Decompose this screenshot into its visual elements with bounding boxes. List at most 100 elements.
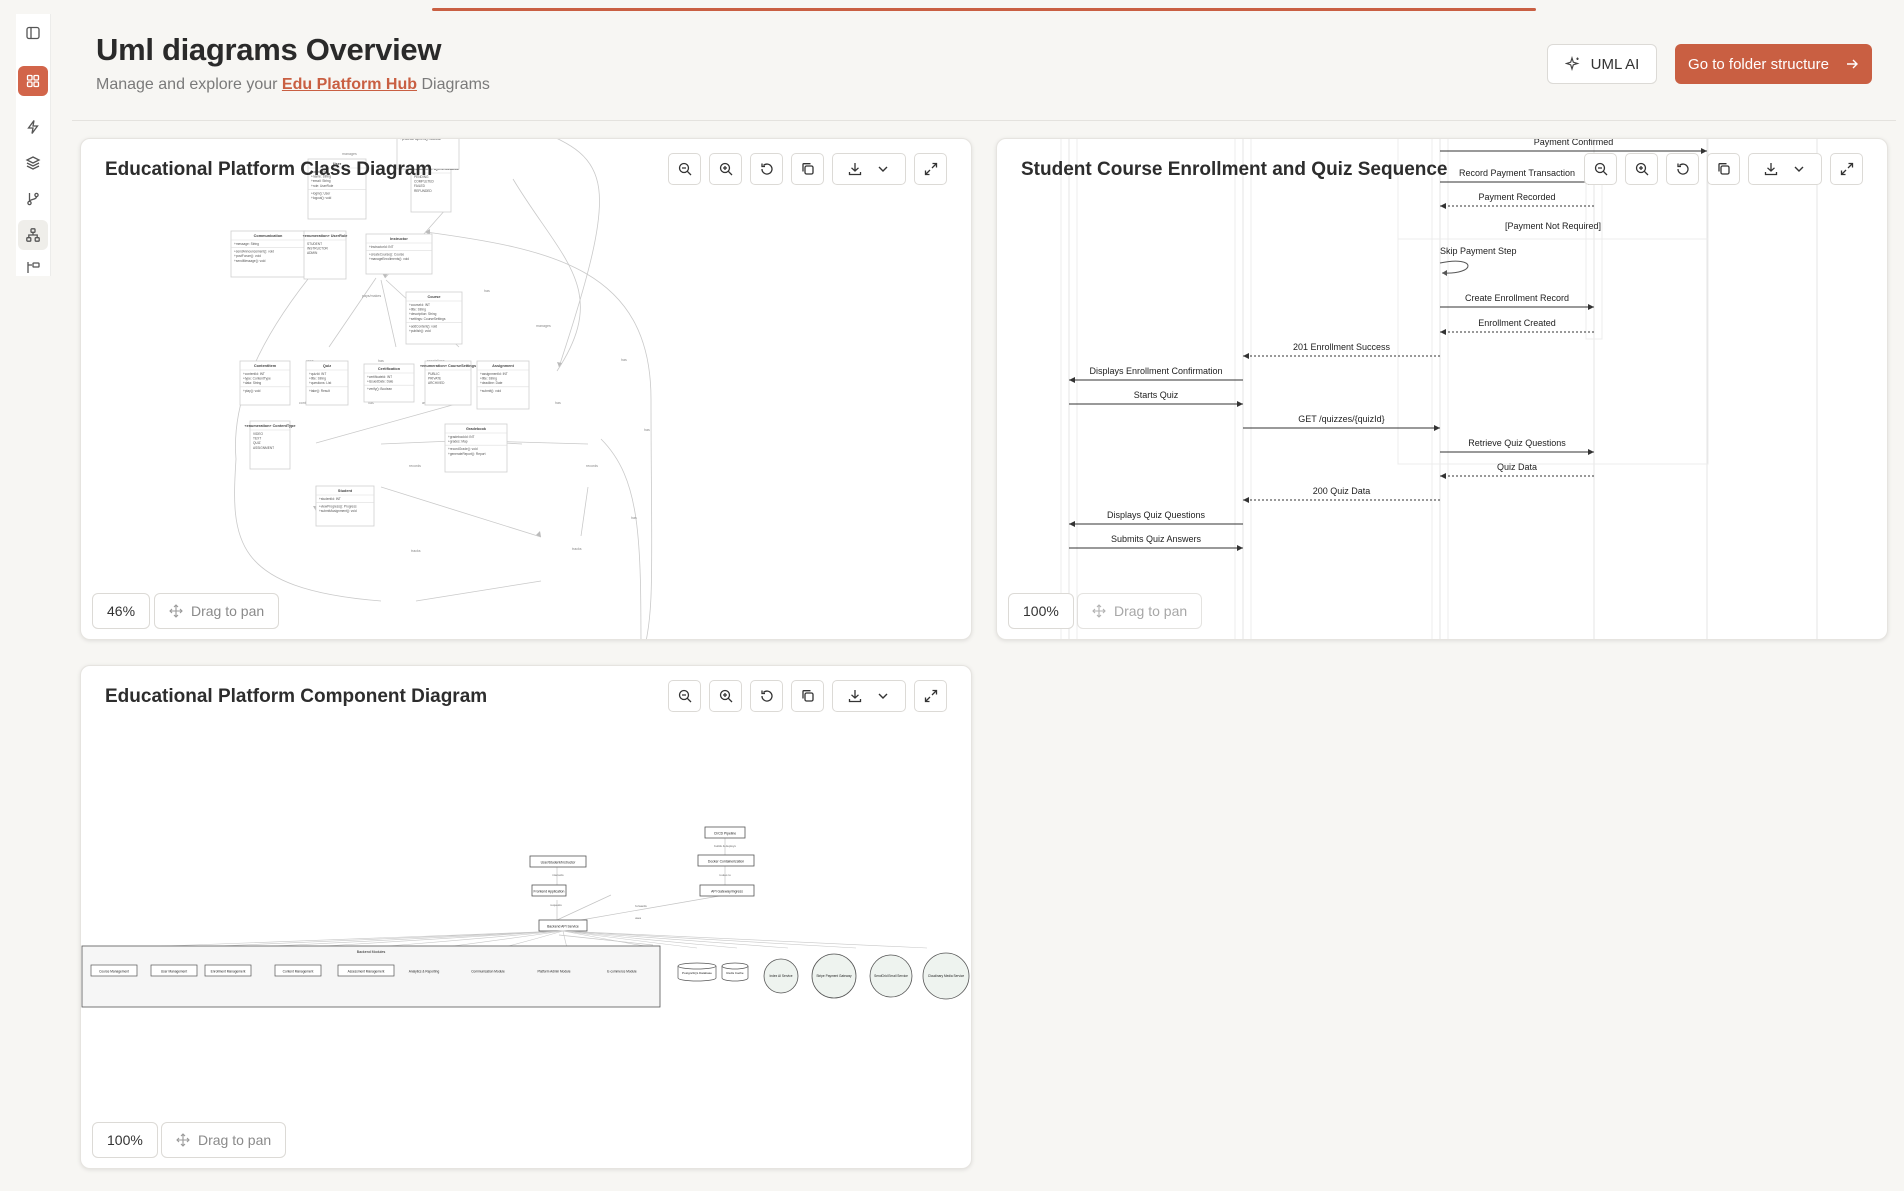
- svg-text:tracks: tracks: [411, 549, 421, 553]
- uml-ai-button[interactable]: UML AI: [1547, 44, 1657, 84]
- layers-icon[interactable]: [18, 148, 48, 178]
- subtitle-prefix: Manage and explore your: [96, 76, 278, 93]
- fullscreen-button[interactable]: [914, 680, 947, 712]
- svg-text:+name: String: +name: String: [311, 175, 331, 179]
- external-service: SendGrid Email Service: [869, 954, 913, 998]
- svg-text:+quizId: INT: +quizId: INT: [309, 372, 326, 376]
- svg-text:PUBLIC: PUBLIC: [428, 372, 440, 376]
- zoom-out-button[interactable]: [668, 680, 701, 712]
- backend-module: Enrollment Management: [204, 964, 252, 977]
- download-icon: [1764, 163, 1778, 176]
- svg-text:User: User: [333, 162, 342, 166]
- svg-text:CI/CD Pipeline: CI/CD Pipeline: [714, 832, 736, 836]
- download-icon: [848, 163, 862, 176]
- reset-button[interactable]: [750, 680, 783, 712]
- sequence-message: 200 Quiz Data: [1243, 486, 1440, 503]
- component-node: Docker Containerization: [697, 854, 755, 867]
- uml-ai-label: UML AI: [1590, 55, 1640, 73]
- sequence-message: Retrieve Quiz Questions: [1440, 438, 1594, 455]
- zoom-in-button[interactable]: [709, 153, 742, 185]
- backend-module: E-commerce Module: [607, 970, 637, 974]
- sparkle-icon: [1564, 56, 1580, 72]
- download-button[interactable]: [1748, 153, 1822, 185]
- zoom-in-button[interactable]: [1625, 153, 1658, 185]
- reset-button[interactable]: [1666, 153, 1699, 185]
- copy-button[interactable]: [791, 680, 824, 712]
- uml-class: Course+courseId: INT+title: String+descr…: [405, 291, 463, 345]
- folder-structure-button[interactable]: Go to folder structure: [1675, 44, 1872, 84]
- svg-text:records: records: [586, 464, 598, 468]
- svg-text:Cloudinary Media Service: Cloudinary Media Service: [928, 974, 965, 978]
- svg-text:has: has: [621, 358, 627, 362]
- dashboard-grid-icon[interactable]: [18, 66, 48, 96]
- uml-class: Quiz+quizId: INT+title: String+questions…: [305, 360, 349, 406]
- svg-text:Assignment: Assignment: [492, 364, 514, 368]
- backend-module: User Management: [150, 964, 198, 977]
- progress-bar: [432, 8, 1536, 11]
- zoom-level-badge: 100%: [92, 1122, 158, 1158]
- zoom-out-button[interactable]: [668, 153, 701, 185]
- svg-text:has: has: [368, 401, 374, 405]
- svg-text:+take(): Result: +take(): Result: [309, 389, 330, 393]
- svg-text:User Management: User Management: [161, 970, 187, 974]
- copy-button[interactable]: [1707, 153, 1740, 185]
- component-node: Frontend Application: [531, 884, 567, 897]
- network-icon[interactable]: [18, 220, 48, 250]
- svg-text:+userId: INT: +userId: INT: [311, 170, 329, 174]
- copy-button[interactable]: [791, 153, 824, 185]
- svg-text:PENDING: PENDING: [414, 175, 429, 179]
- svg-text:Gradebook: Gradebook: [466, 427, 487, 431]
- svg-text:+createCourse(): Course: +createCourse(): Course: [369, 253, 404, 257]
- svg-text:Stripe Payment Gateway: Stripe Payment Gateway: [816, 974, 852, 978]
- zoom-out-icon: [1594, 162, 1607, 176]
- panel-toggle-icon[interactable]: [18, 18, 48, 48]
- zoom-out-button[interactable]: [1584, 153, 1617, 185]
- svg-text:Certification: Certification: [378, 367, 401, 371]
- sequence-note: [Payment Not Required]: [1505, 221, 1601, 231]
- svg-text:Quiz: Quiz: [323, 364, 331, 368]
- class-diagram-canvas[interactable]: manages pays/makes has manages uses has …: [81, 139, 971, 639]
- fullscreen-button[interactable]: [1830, 153, 1863, 185]
- backend-module: Platform Admin Module: [538, 970, 571, 974]
- reset-button[interactable]: [750, 153, 783, 185]
- sequence-message: Payment Confirmed: [1440, 139, 1707, 154]
- uml-class: Communication+message: String+sendAnnoun…: [230, 230, 306, 278]
- edge-label: uses: [635, 916, 642, 920]
- svg-text:QUIZ: QUIZ: [253, 441, 261, 445]
- copy-icon: [801, 690, 814, 702]
- svg-text:+courseId: INT: +courseId: INT: [409, 303, 430, 307]
- svg-text:+login(): User: +login(): User: [311, 191, 331, 195]
- download-button[interactable]: [832, 153, 906, 185]
- drag-label: Drag to pan: [191, 603, 265, 619]
- svg-text:records: records: [409, 464, 421, 468]
- svg-text:has: has: [484, 289, 490, 293]
- chevron-down-icon: [1794, 166, 1804, 172]
- download-button[interactable]: [832, 680, 906, 712]
- tree-list-icon[interactable]: [18, 258, 48, 276]
- git-branch-icon[interactable]: [18, 184, 48, 214]
- copy-icon: [1717, 163, 1730, 175]
- svg-text:E-commerce Module: E-commerce Module: [607, 970, 637, 974]
- svg-text:ADMIN: ADMIN: [307, 251, 318, 255]
- uml-class: Payment+paymentId: INT+amount: Decimal+s…: [396, 139, 460, 170]
- fullscreen-button[interactable]: [914, 153, 947, 185]
- uml-class: Student+studentId: INT+viewProgress(): P…: [315, 485, 375, 527]
- lightning-icon[interactable]: [18, 112, 48, 142]
- svg-text:Redis Cache: Redis Cache: [726, 971, 744, 975]
- svg-text:COMPLETED: COMPLETED: [414, 180, 435, 184]
- project-link[interactable]: Edu Platform Hub: [281, 76, 418, 93]
- svg-text:+addContent(): void: +addContent(): void: [409, 324, 437, 328]
- svg-text:INSTRUCTOR: INSTRUCTOR: [307, 247, 329, 251]
- move-icon: [176, 1133, 190, 1147]
- svg-text:manages: manages: [536, 324, 551, 328]
- svg-text:Course: Course: [427, 295, 440, 299]
- svg-text:+manageEnrollments(): void: +manageEnrollments(): void: [369, 257, 409, 261]
- zoom-in-button[interactable]: [709, 680, 742, 712]
- svg-text:+verify(): Boolean: +verify(): Boolean: [367, 387, 392, 391]
- zoom-out-icon: [678, 689, 691, 703]
- download-icon: [848, 690, 862, 703]
- svg-text:+certificateId: INT: +certificateId: INT: [367, 375, 392, 379]
- svg-text:Quiz Data: Quiz Data: [1497, 462, 1537, 472]
